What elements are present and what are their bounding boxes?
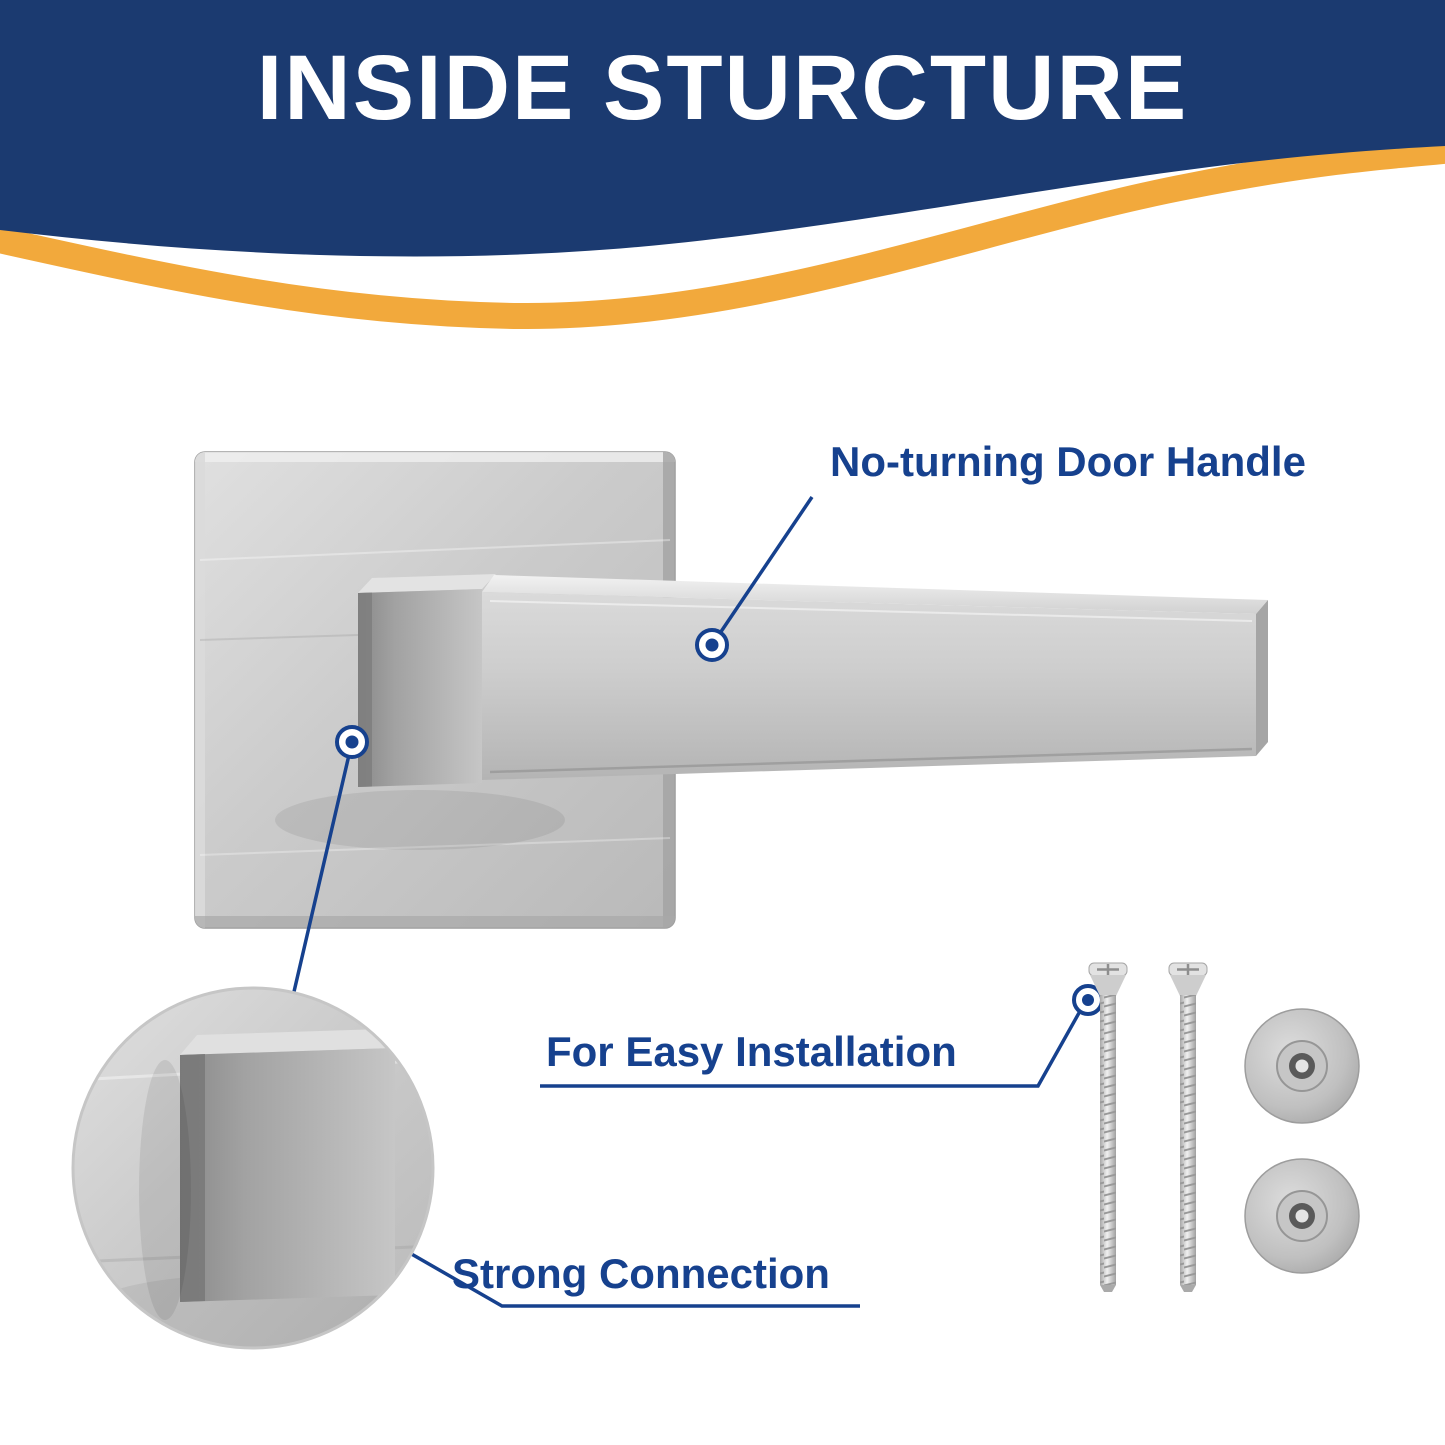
magnifier-ring [71,986,435,1350]
washer [1244,1158,1360,1274]
callout-for-easy-installation: For Easy Installation [546,1028,957,1075]
header-shape [0,0,1445,257]
mounting-washers [1244,1008,1360,1274]
screw [1088,962,1128,1292]
lever-front-face [482,592,1256,780]
magnified-neck-edge [180,1054,205,1302]
lever-top-face [482,575,1268,614]
lever-highlight [489,600,1253,622]
leader-line-installation [540,1003,1086,1088]
connection-point-marker [335,725,369,759]
page-title: INSIDE STURCTURE [256,37,1189,139]
screw-point-marker [1072,984,1104,1016]
door-handle [194,451,1268,929]
wave-accent-icon [0,137,1445,330]
lever-bottom-shade [489,747,1253,774]
magnifier-detail [71,986,435,1350]
handle-neck-top-face [358,574,496,593]
callout-no-turning-door-handle: No-turning Door Handle [830,438,1306,485]
screw [1168,962,1208,1292]
callout-strong-connection: Strong Connection [452,1250,830,1297]
mounting-screws [1088,962,1208,1292]
magnified-neck-top-face [180,1028,412,1055]
leader-line-strong-connection [407,1250,860,1308]
leader-lines [291,496,1086,1308]
point-markers [335,628,1104,1016]
lever-end-face [1256,600,1268,756]
leader-line-handle [710,496,814,646]
washer [1244,1008,1360,1124]
magnified-neck [180,1048,395,1302]
header-banner [0,0,1445,330]
handle-neck-edge [358,592,372,787]
handle-point-marker [695,628,729,662]
leader-line-connection [291,741,354,997]
handle-neck [358,589,482,787]
